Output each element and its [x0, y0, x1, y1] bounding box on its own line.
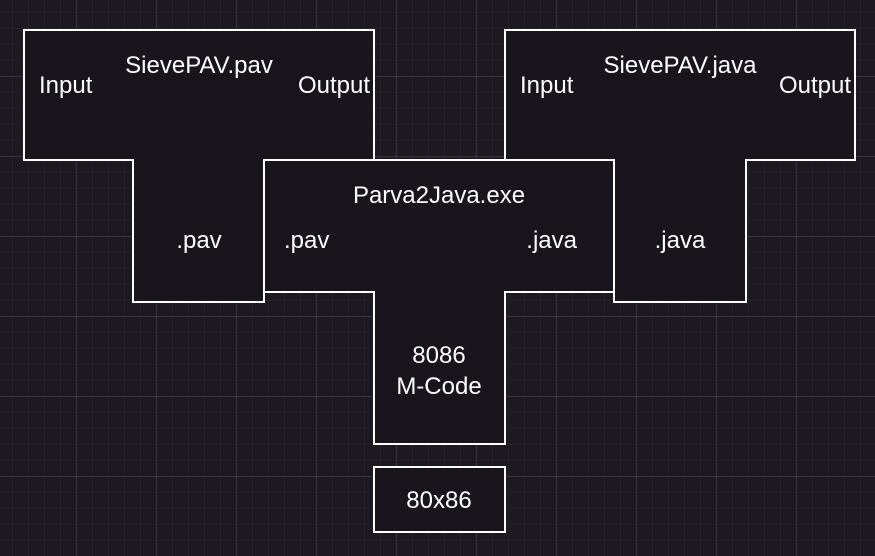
left-program-tshape[interactable]: [23, 29, 375, 303]
right-input-label: Input: [520, 72, 574, 99]
left-language-label: .pav: [176, 227, 221, 254]
translator-tshape[interactable]: [263, 159, 615, 445]
right-output-label: Output: [779, 72, 851, 99]
machine-box[interactable]: [373, 466, 506, 533]
right-program-name: SievePAV.java: [604, 52, 758, 79]
left-input-label: Input: [39, 72, 93, 99]
translator-implementation-line2: M-Code: [396, 373, 481, 400]
translator-target-label: .java: [526, 227, 577, 254]
left-program-name: SievePAV.pav: [125, 52, 273, 79]
translator-implementation-line1: 8086: [412, 342, 465, 369]
left-output-label: Output: [298, 72, 370, 99]
translator-name: Parva2Java.exe: [353, 182, 525, 209]
translator-source-label: .pav: [284, 227, 329, 254]
right-language-label: .java: [655, 227, 706, 254]
machine-label: 80x86: [406, 487, 471, 514]
